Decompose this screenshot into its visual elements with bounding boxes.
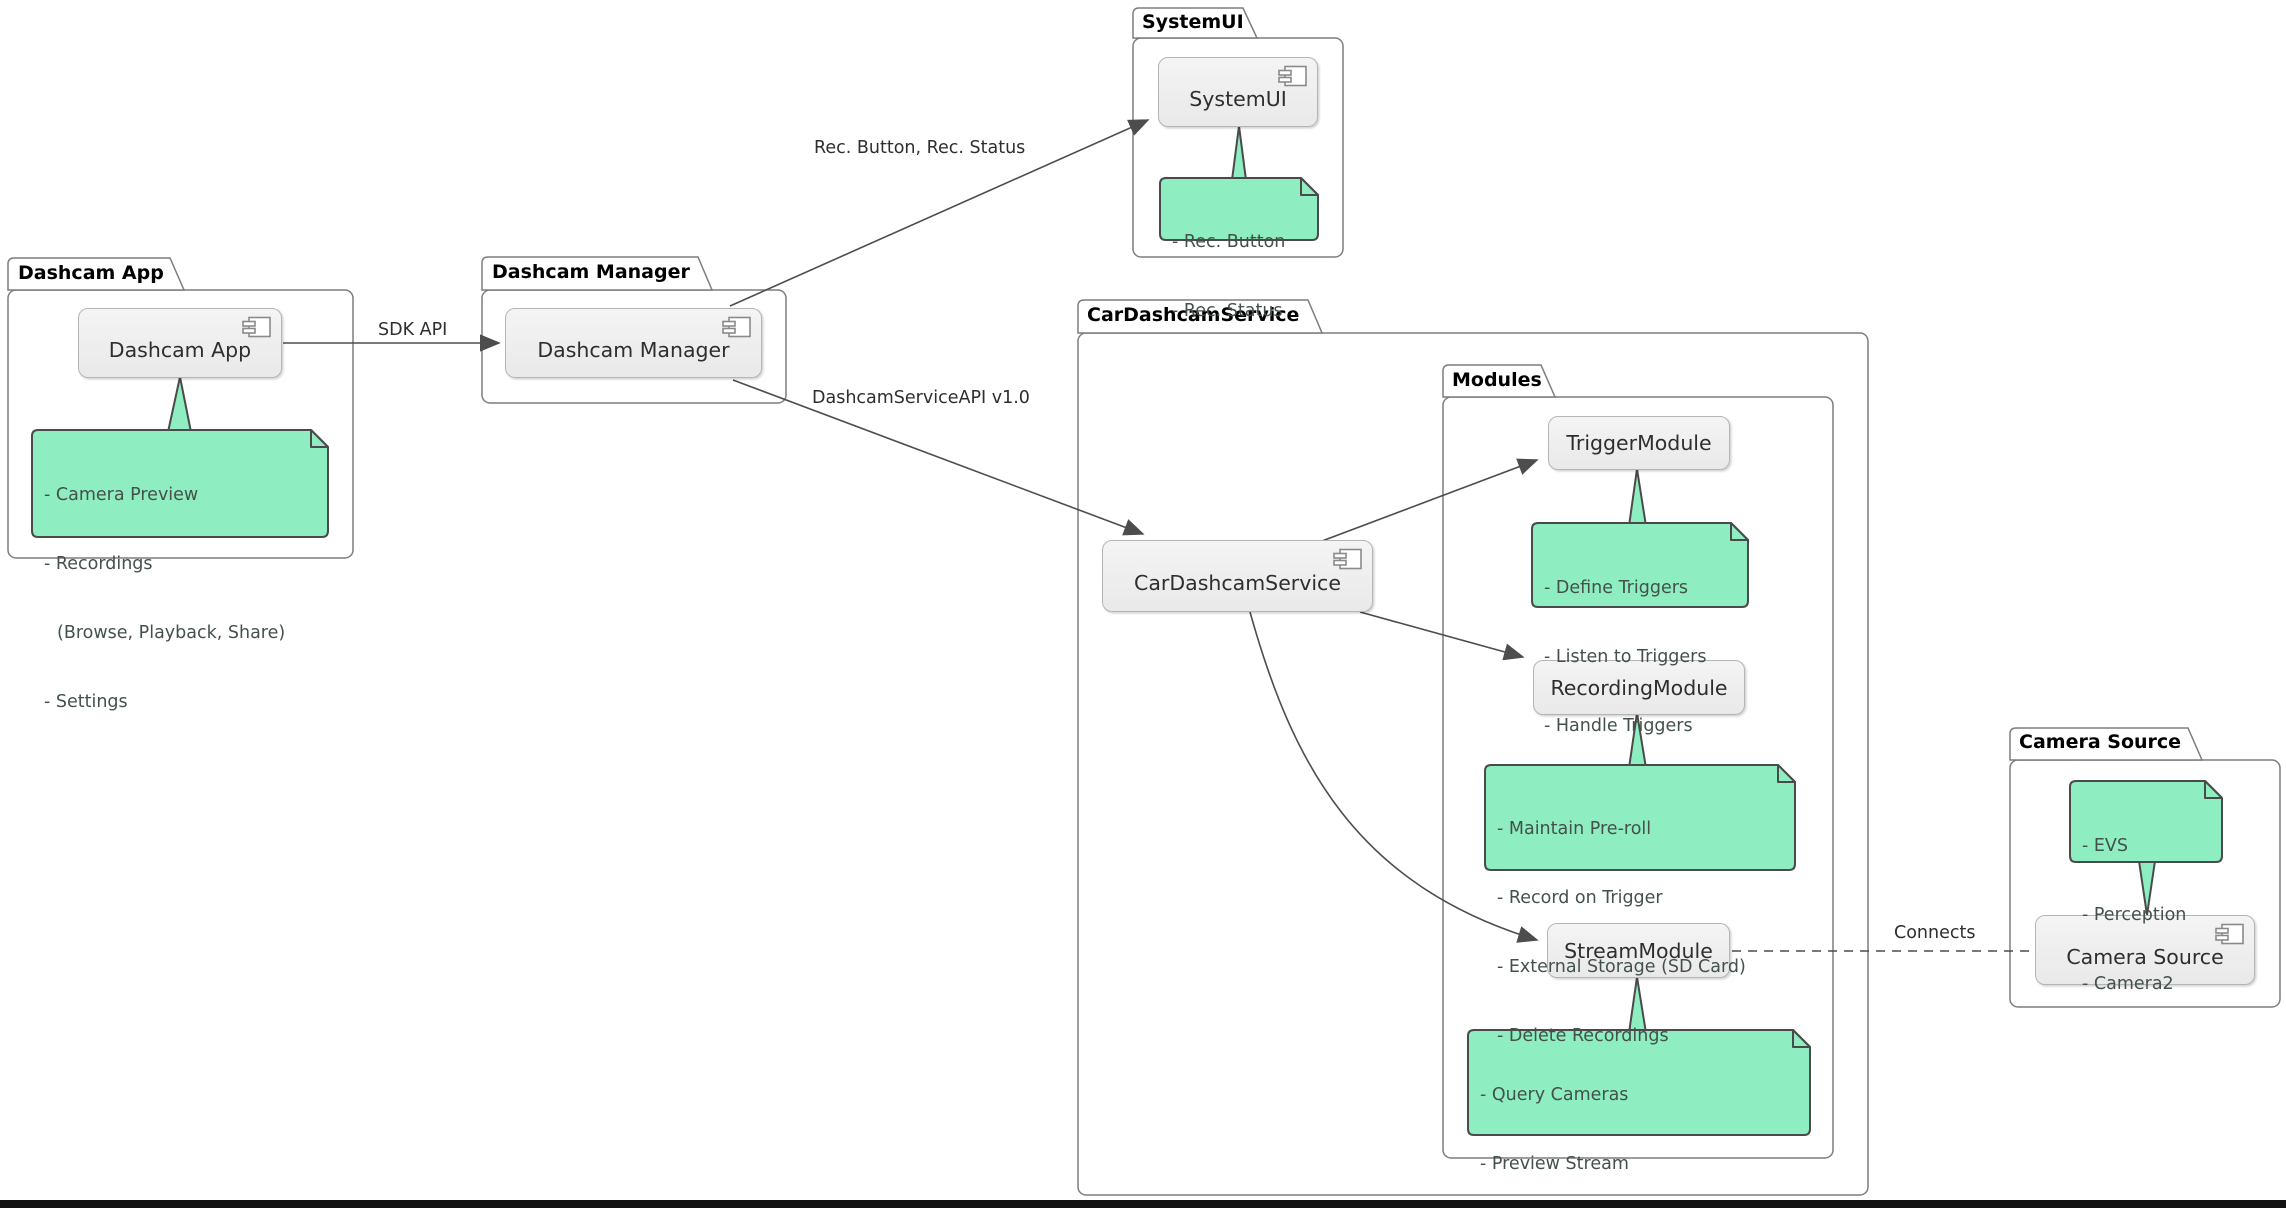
note-camera-source: [2069, 780, 2223, 863]
note-systemui: [1159, 177, 1319, 241]
package-dashcam-manager-tab: [481, 256, 714, 291]
edge-manager-to-service: [732, 379, 1145, 536]
note-dashcam-app-fold: [310, 429, 329, 448]
package-modules-tab: [1442, 364, 1557, 398]
package-systemui-tab: [1132, 7, 1259, 39]
note-trigger: [1531, 522, 1749, 608]
package-dashcam-app-tab: [7, 257, 186, 291]
package-cardashcamservice-tab: [1077, 299, 1324, 334]
package-camera-source-tab: [2009, 727, 2204, 761]
note-camera-source-fold: [2204, 780, 2223, 799]
note-recording: [1484, 764, 1796, 871]
package-dashcam-manager-body: [481, 289, 787, 404]
edge-service-to-trigger: [1321, 458, 1539, 542]
note-stream: [1467, 1029, 1811, 1136]
note-dashcam-app: [31, 429, 329, 538]
note-stream-fold: [1792, 1029, 1811, 1048]
edge-service-to-stream: [1249, 611, 1539, 943]
edge-manager-to-systemui: [729, 119, 1150, 307]
note-trigger-fold: [1730, 522, 1749, 541]
edge-service-to-recording: [1359, 611, 1525, 661]
note-recording-fold: [1777, 764, 1796, 783]
note-systemui-fold: [1300, 177, 1319, 196]
